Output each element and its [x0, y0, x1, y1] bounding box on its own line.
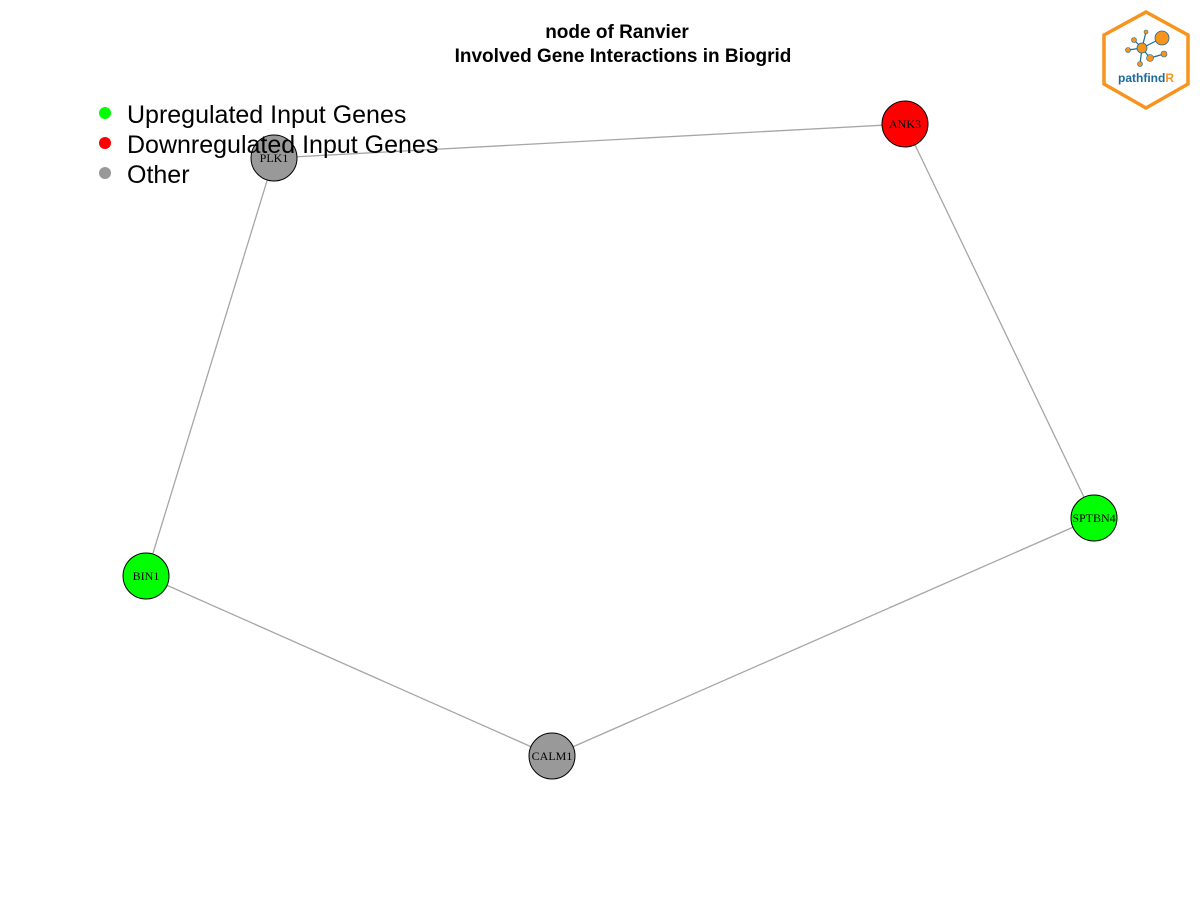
- legend: Upregulated Input Genes Downregulated In…: [99, 101, 438, 189]
- edges-layer: [145, 123, 1095, 757]
- node-sptbn4[interactable]: SPTBN4: [1070, 494, 1118, 542]
- edge-bin1-plk1: [145, 157, 275, 577]
- node-circle-ank3: [881, 100, 929, 148]
- node-circle-calm1: [528, 732, 576, 780]
- node-circle-bin1: [122, 552, 170, 600]
- node-label-bin1: BIN1: [133, 569, 160, 583]
- node-label-plk1: PLK1: [260, 151, 289, 165]
- node-circle-sptbn4: [1070, 494, 1118, 542]
- figure-title-line-1: node of Ranvier: [545, 22, 689, 43]
- node-circle-plk1: [250, 134, 298, 182]
- node-bin1[interactable]: BIN1: [122, 552, 170, 600]
- logo-wordmark-accent: R: [1165, 71, 1174, 85]
- logo-hexagon: [1102, 10, 1190, 111]
- legend-marker-other: [99, 167, 111, 179]
- legend-label-upregulated: Upregulated Input Genes: [127, 101, 406, 129]
- legend-marker-downregulated: [99, 137, 111, 149]
- network-graph-icon: [1125, 29, 1170, 67]
- logo-wordmark: pathfindR: [1118, 71, 1174, 85]
- edge-sptbn4-calm1: [551, 517, 1095, 757]
- legend-label-other: Other: [127, 161, 190, 189]
- edge-calm1-bin1: [145, 575, 553, 757]
- logo-wordmark-main: pathfind: [1118, 71, 1165, 85]
- node-label-calm1: CALM1: [532, 749, 573, 763]
- legend-label-downregulated: Downregulated Input Genes: [127, 131, 438, 159]
- edge-ank3-sptbn4: [904, 123, 1095, 519]
- node-label-ank3: ANK3: [889, 117, 921, 131]
- edge-plk1-ank3: [273, 123, 906, 159]
- figure-title-line-2: Involved Gene Interactions in Biogrid: [455, 46, 792, 67]
- node-label-sptbn4: SPTBN4: [1072, 511, 1115, 525]
- legend-marker-upregulated: [99, 107, 111, 119]
- pathfindr-logo: pathfindR: [1102, 10, 1190, 111]
- node-plk1[interactable]: PLK1: [250, 134, 298, 182]
- node-calm1[interactable]: CALM1: [528, 732, 576, 780]
- node-ank3[interactable]: ANK3: [881, 100, 929, 148]
